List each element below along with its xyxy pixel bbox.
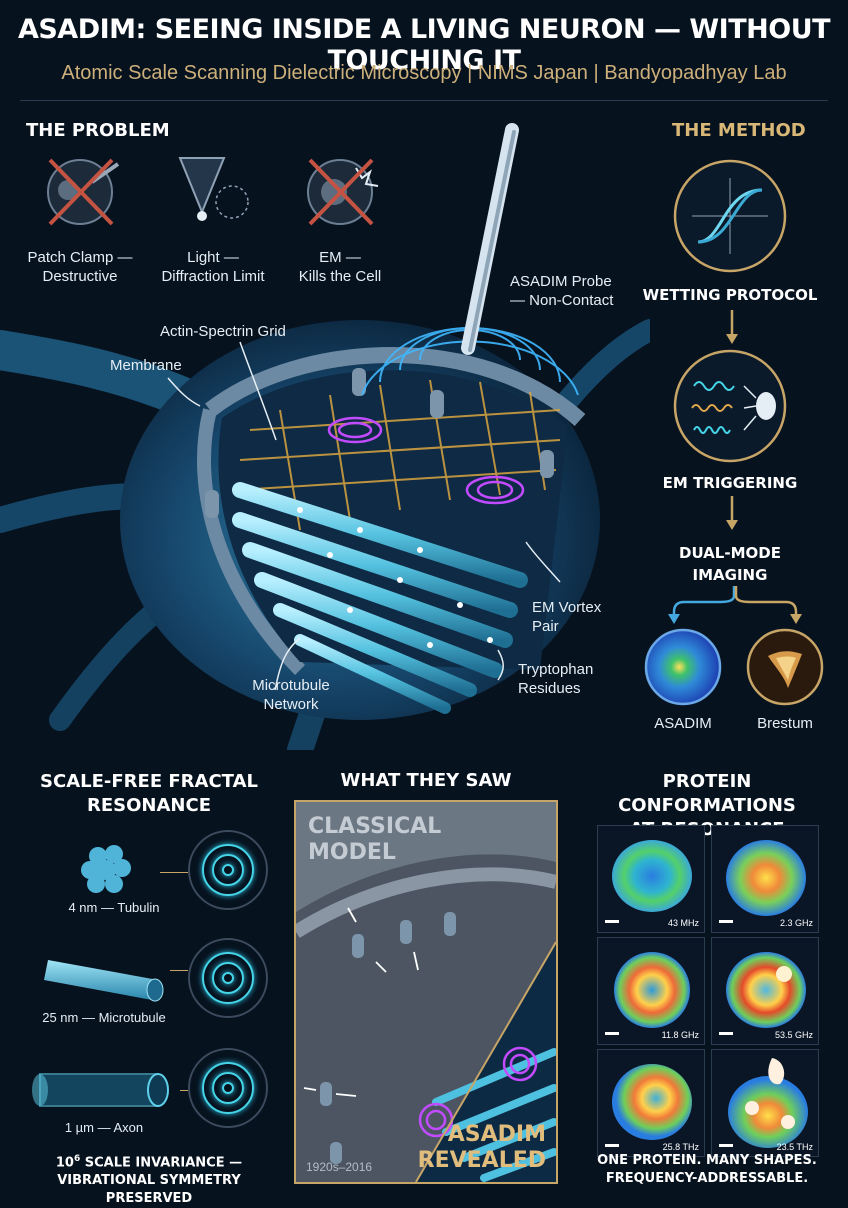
method-heading: THE METHOD [672,120,806,141]
resonance-pattern-1 [188,830,268,910]
tile-freq: 25.8 THz [662,1142,699,1152]
arrow-down-icon [724,310,740,346]
mode-brestum-label: Brestum [757,715,813,732]
tubulin-icon [60,836,160,906]
saw-heading: WHAT THEY SAW [340,770,512,791]
hysteresis-icon [672,158,788,274]
scale-bar [605,1144,619,1147]
split-arrows-icon [660,586,810,626]
scale-bar [719,1144,733,1147]
microtubule-scale-label: 25 nm — Microtubule [42,1010,166,1025]
fractal-footer: 106 SCALE INVARIANCE — VIBRATIONAL SYMME… [55,1154,243,1207]
tile-freq: 11.8 GHz [661,1030,699,1040]
page-subtitle: Atomic Scale Scanning Dielectric Microsc… [61,62,787,84]
arrow-down-icon-2 [724,496,740,532]
conformations-footer: ONE PROTEIN. MANY SHAPES.FREQUENCY-ADDRE… [597,1153,817,1186]
step-em-triggering: EM TRIGGERING [662,474,798,492]
scale-bar [605,1032,619,1035]
microtubule-icon [40,946,170,1006]
scale-bar [605,920,619,923]
tile-freq: 43 MHz [667,918,699,928]
problem-item-patch-clamp: Patch Clamp —Destructive [27,249,133,285]
problem-item-light: Light —Diffraction Limit [161,249,265,285]
em-blast-icon [300,152,380,232]
conformation-tile-23-5thz: 23.5 THz [711,1049,819,1157]
conformation-tile-11-8ghz: 11.8 GHz [597,937,705,1045]
connector-2 [170,970,188,971]
conformation-tile-25-8thz: 25.8 THz [597,1049,705,1157]
axon-label: 1 µm — Axon [64,1120,144,1135]
neuron-illustration [0,110,661,763]
problem-item-em: EM —Kills the Cell [298,249,382,285]
brestum-scan-image [746,628,824,706]
page-title: ASADIM: SEEING INSIDE A LIVING NEURON — … [17,14,831,76]
step-wetting: WETTING PROTOCOL [642,286,818,304]
actin-spectrin-label: Actin-Spectrin Grid [160,323,286,340]
conformation-tile-53-5ghz: 53.5 GHz [711,937,819,1045]
connector-3 [180,1090,188,1091]
resonance-pattern-3 [188,1048,268,1128]
tile-freq: 2.3 GHz [779,918,813,928]
em-trigger-icon [672,348,788,464]
tile-freq: 53.5 GHz [774,1030,813,1040]
problem-heading: THE PROBLEM [26,120,170,141]
scale-bar [719,920,733,923]
header-divider [20,100,828,101]
asadim-scan-image [644,628,722,706]
conformation-tile-43mhz: 43 MHz [597,825,705,933]
connector-1 [160,872,188,873]
conformation-tile-2-3ghz: 2.3 GHz [711,825,819,933]
membrane-label: Membrane [110,357,182,374]
patch-clamp-icon [40,152,120,232]
tile-freq: 23.5 THz [776,1142,813,1152]
tubulin-label: 4 nm — Tubulin [68,900,160,915]
mode-asadim-label: ASADIM [654,715,712,732]
years-label: 1920s–2016 [306,1160,373,1174]
axon-icon [30,1060,180,1120]
probe-label: ASADIM Probe— Non-Contact [510,273,614,309]
light-cone-icon [172,152,252,232]
resonance-pattern-2 [188,938,268,1018]
scale-bar [719,1032,733,1035]
